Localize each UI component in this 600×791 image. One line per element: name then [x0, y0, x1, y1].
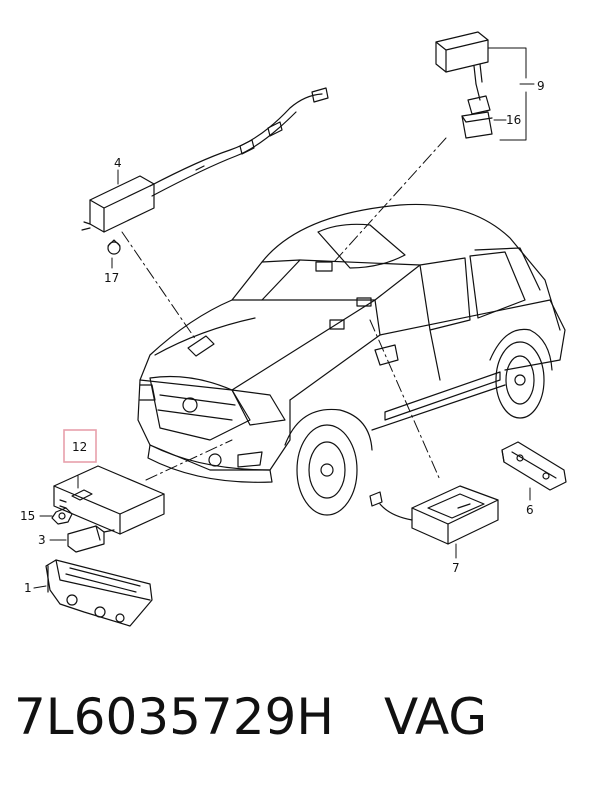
callout-6: 6 — [526, 503, 534, 517]
callout-4: 4 — [114, 156, 122, 170]
part-nut-15 — [51, 507, 73, 525]
callout-12: 12 — [72, 440, 87, 454]
part-holder-7 — [369, 485, 499, 545]
part-connector-3 — [67, 525, 115, 553]
callout-16: 16 — [506, 113, 521, 127]
callout-lines — [33, 47, 535, 589]
brand-name: VAG — [384, 688, 488, 746]
callout-17: 17 — [104, 271, 119, 285]
callout-15: 15 — [20, 509, 35, 523]
callout-1: 1 — [24, 581, 32, 595]
leader-lines — [121, 137, 447, 481]
part-holder-6 — [501, 441, 567, 491]
parts-diagram: 9 16 4 17 12 15 3 1 6 7 — [20, 31, 567, 627]
callout-9: 9 — [537, 79, 545, 93]
vehicle-outline — [137, 203, 566, 516]
part-marker-hood — [187, 335, 215, 357]
part-nut-17 — [107, 239, 121, 255]
part-number: 7L6035729H — [14, 688, 334, 746]
callout-highlight-box — [63, 429, 97, 463]
part-control-unit-4 — [81, 87, 329, 233]
callout-3: 3 — [38, 533, 46, 547]
part-control-unit-12 — [53, 465, 165, 535]
part-bracket-1 — [45, 559, 153, 627]
part-antenna-module — [435, 31, 493, 139]
callout-7: 7 — [452, 561, 460, 575]
